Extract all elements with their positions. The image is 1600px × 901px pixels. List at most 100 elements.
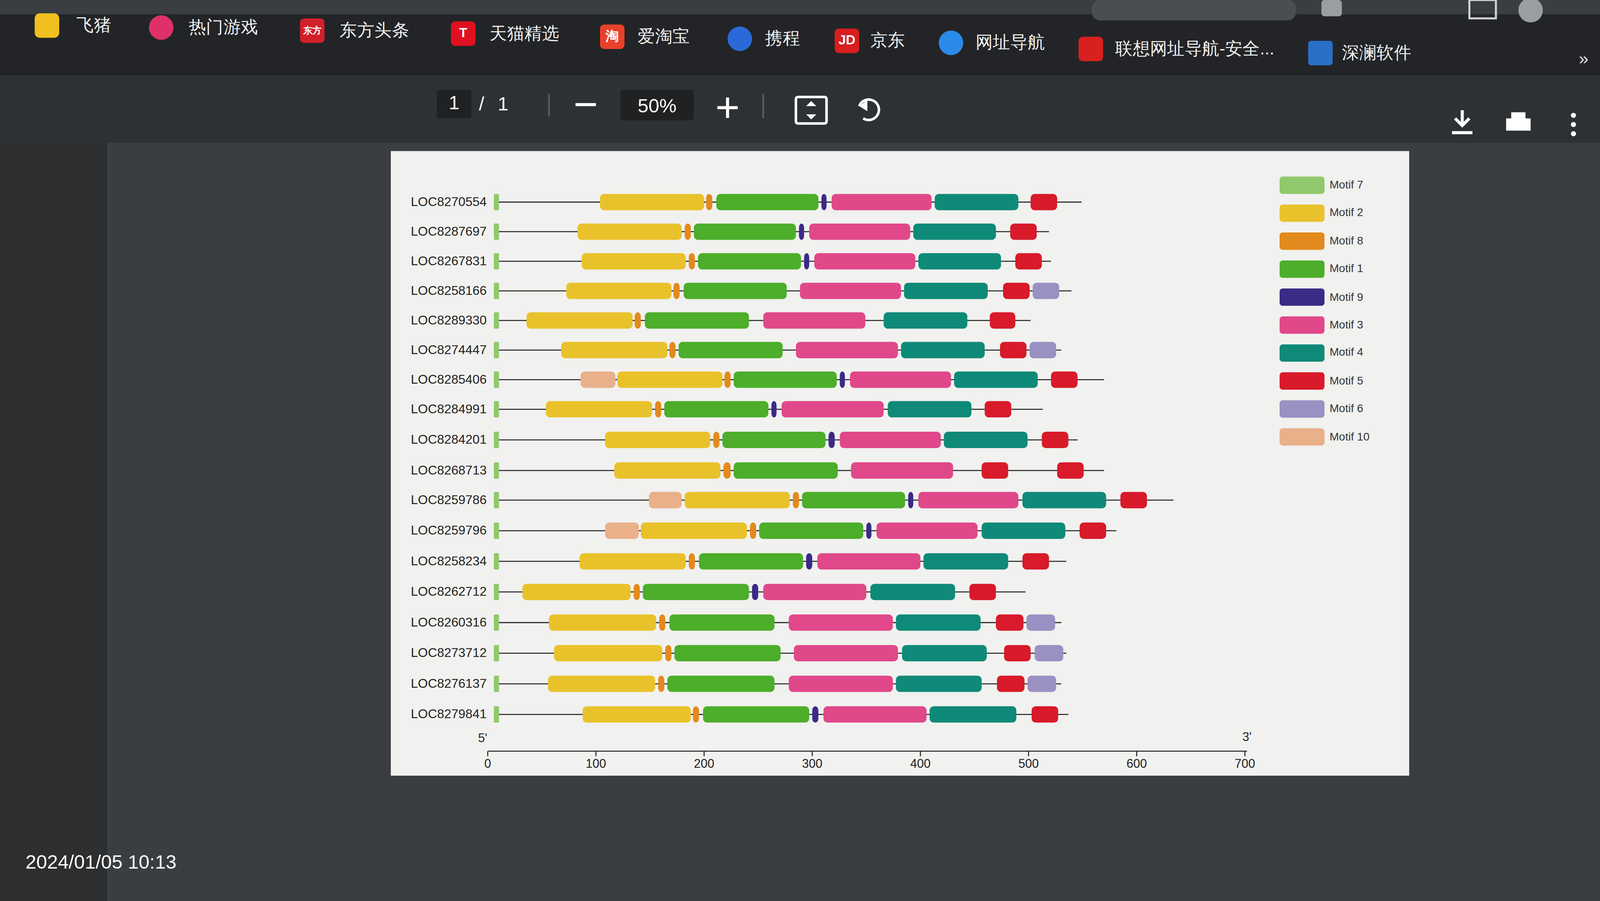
viewer-shape: [859, 100, 868, 112]
motif-bar: [788, 675, 893, 692]
motif-bar: [494, 462, 500, 479]
motif-bar: [984, 401, 1012, 418]
legend-swatch: [1279, 260, 1325, 278]
motif-bar: [908, 492, 914, 509]
legend-label: Motif 6: [1329, 402, 1364, 415]
gene-label: LOC8262712: [410, 584, 487, 600]
legend-label: Motif 9: [1329, 290, 1364, 303]
motif-bar: [929, 706, 1017, 723]
motif-bar: [614, 462, 721, 479]
motif-bar: [494, 706, 500, 723]
motif-bar: [580, 371, 616, 388]
motif-bar: [526, 312, 633, 329]
motif-bar: [996, 614, 1024, 631]
gene-label: LOC8267831: [410, 254, 487, 269]
legend-swatch: [1279, 232, 1325, 250]
viewer-shape: [0, 75, 1600, 143]
motif-bar: [642, 583, 749, 600]
motif-bar: [750, 522, 756, 539]
viewer-shape: [0, 142, 108, 901]
axis-tick-label: 700: [1234, 757, 1256, 772]
motif-bar: [692, 706, 699, 723]
motif-bar: [605, 431, 711, 448]
motif-bar: [640, 522, 747, 539]
motif-bar: [1034, 644, 1064, 662]
motif-bar: [494, 492, 500, 509]
motif-bar: [804, 253, 810, 270]
overflow-chevron: »: [1578, 49, 1589, 70]
axis-tick: [920, 751, 922, 757]
motif-bar: [866, 522, 872, 539]
motif-bar: [850, 371, 952, 388]
motif-bar: [684, 223, 691, 240]
motif-bar: [828, 431, 835, 448]
motif-bar: [673, 282, 680, 300]
gene-label: LOC8270554: [410, 194, 487, 210]
legend-swatch: [1279, 344, 1325, 362]
motif-bar: [989, 312, 1016, 329]
legend-label: Motif 2: [1329, 206, 1364, 219]
motif-bar: [918, 253, 1002, 270]
motif-bar: [1022, 492, 1106, 509]
motif-bar: [733, 462, 838, 479]
bookmark-label: 天猫精选: [489, 23, 559, 44]
axis-tick: [1136, 751, 1138, 757]
motif-bar: [713, 431, 720, 448]
motif-bar: [1057, 462, 1084, 479]
gene-label: LOC8259786: [410, 492, 487, 508]
gene-label: LOC8276137: [410, 676, 487, 692]
gene-label: LOC8284201: [410, 432, 487, 448]
motif-bar: [522, 583, 631, 600]
bookmark-label: 网址导航: [975, 32, 1045, 53]
motif-bar: [823, 706, 927, 723]
motif-bar: [1042, 431, 1069, 448]
legend-swatch: [1279, 288, 1325, 306]
viewer-shape: [390, 151, 1410, 776]
bookmark-label: 热门游戏: [188, 17, 258, 38]
motif-bar: [851, 462, 954, 479]
motif-bar: [934, 194, 1019, 211]
motif-bar: [821, 194, 827, 211]
legend-label: Motif 5: [1329, 374, 1364, 387]
legend-swatch: [1279, 428, 1325, 446]
motif-bar: [981, 522, 1066, 539]
motif-bar: [494, 675, 500, 692]
bookmark-icon: [34, 13, 60, 38]
motif-bar: [698, 553, 803, 570]
axis-tick-label: 0: [484, 757, 492, 772]
motif-bar: [1120, 492, 1147, 509]
motif-bar: [694, 223, 796, 240]
legend-label: Motif 8: [1329, 234, 1364, 247]
viewer-shape: [1321, 0, 1342, 17]
motif-bar: [794, 644, 898, 662]
gene-label: LOC8284991: [410, 402, 487, 417]
motif-bar: [644, 312, 749, 329]
axis-tick: [1244, 751, 1246, 757]
motif-bar: [561, 342, 668, 359]
motif-bar: [655, 401, 662, 418]
axis-tick-label: 600: [1126, 757, 1147, 772]
motif-bar: [634, 312, 641, 329]
axis-tick-label: 100: [585, 757, 606, 772]
motif-bar: [546, 401, 652, 418]
gene-label: LOC8279841: [410, 706, 487, 722]
motif-bar: [494, 253, 500, 270]
motif-bar: [706, 194, 712, 211]
motif-bar: [1026, 614, 1055, 631]
motif-bar: [802, 492, 906, 509]
motif-bar: [494, 431, 500, 448]
motif-bar: [723, 462, 731, 479]
photo-timestamp: 2024/01/05 10:13: [25, 851, 177, 874]
motif-bar: [814, 253, 916, 270]
motif-bar: [904, 282, 988, 300]
motif-bar: [494, 342, 500, 359]
motif-bar: [1003, 282, 1030, 300]
five-prime-label: 5': [478, 731, 488, 746]
viewer-shape: [0, 0, 1600, 15]
motif-bar: [759, 522, 864, 539]
motif-bar: [870, 583, 956, 600]
legend-swatch: [1279, 204, 1325, 222]
gene-label: LOC8273712: [410, 645, 487, 661]
viewer-shape: [1570, 112, 1576, 118]
